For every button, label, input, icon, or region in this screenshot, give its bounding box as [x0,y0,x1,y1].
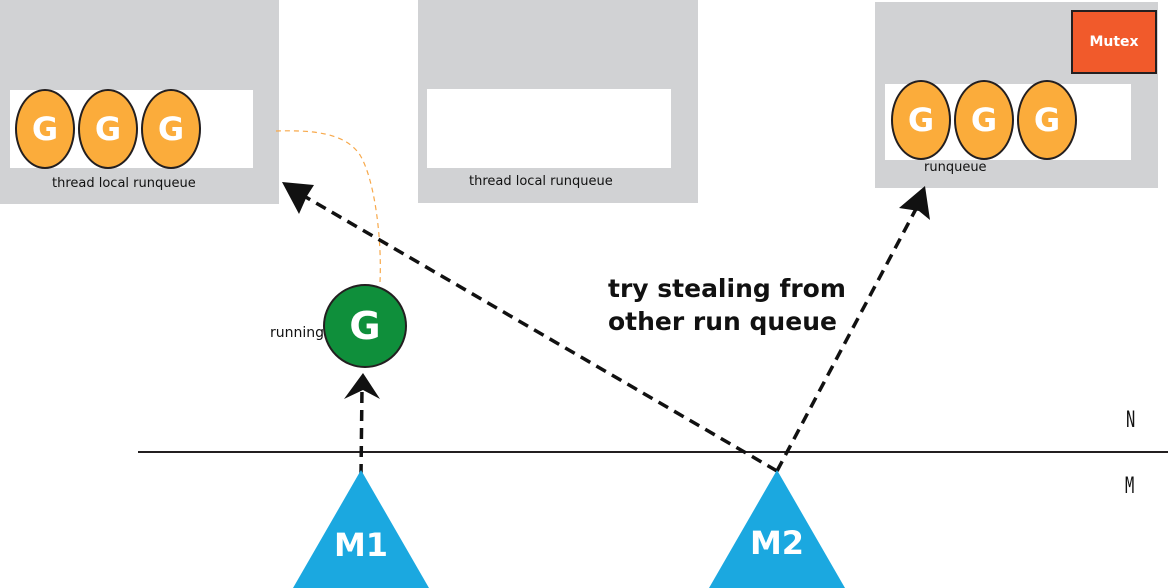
running-goroutine: G [323,284,407,368]
steal-arrow-left [303,194,778,473]
m1-arrowhead [344,373,380,399]
runqueue-label-3: runqueue [924,160,987,175]
steal-annotation: try stealing from other run queue [608,272,846,338]
machine-m1-label: M1 [333,526,389,564]
m1-to-running-arrow [359,387,364,476]
steal-arrowhead-left [282,182,314,214]
steal-arrowhead-right [899,186,930,220]
runqueue-box-2 [427,89,671,168]
machine-m2-label: M2 [749,524,805,562]
queued-goroutine: G [1017,80,1077,160]
runqueue-label-1: thread local runqueue [52,176,196,191]
queued-goroutine: G [141,89,201,169]
layer-label-m: M [1124,474,1135,499]
machine-m2-triangle [709,470,845,588]
queued-goroutine: G [891,80,951,160]
queued-goroutine: G [78,89,138,169]
handoff-path [275,130,381,283]
queued-goroutine: G [15,89,75,169]
runqueue-label-2: thread local runqueue [469,174,613,189]
steal-arrow-right [775,206,919,472]
steal-annotation-line-1: try stealing from [608,274,846,303]
layer-label-n: N [1125,408,1136,433]
mutex-lock: Mutex [1071,10,1157,74]
machine-m1-triangle [293,470,429,588]
steal-annotation-line-2: other run queue [608,307,837,336]
running-label: running [270,325,325,341]
queued-goroutine: G [954,80,1014,160]
